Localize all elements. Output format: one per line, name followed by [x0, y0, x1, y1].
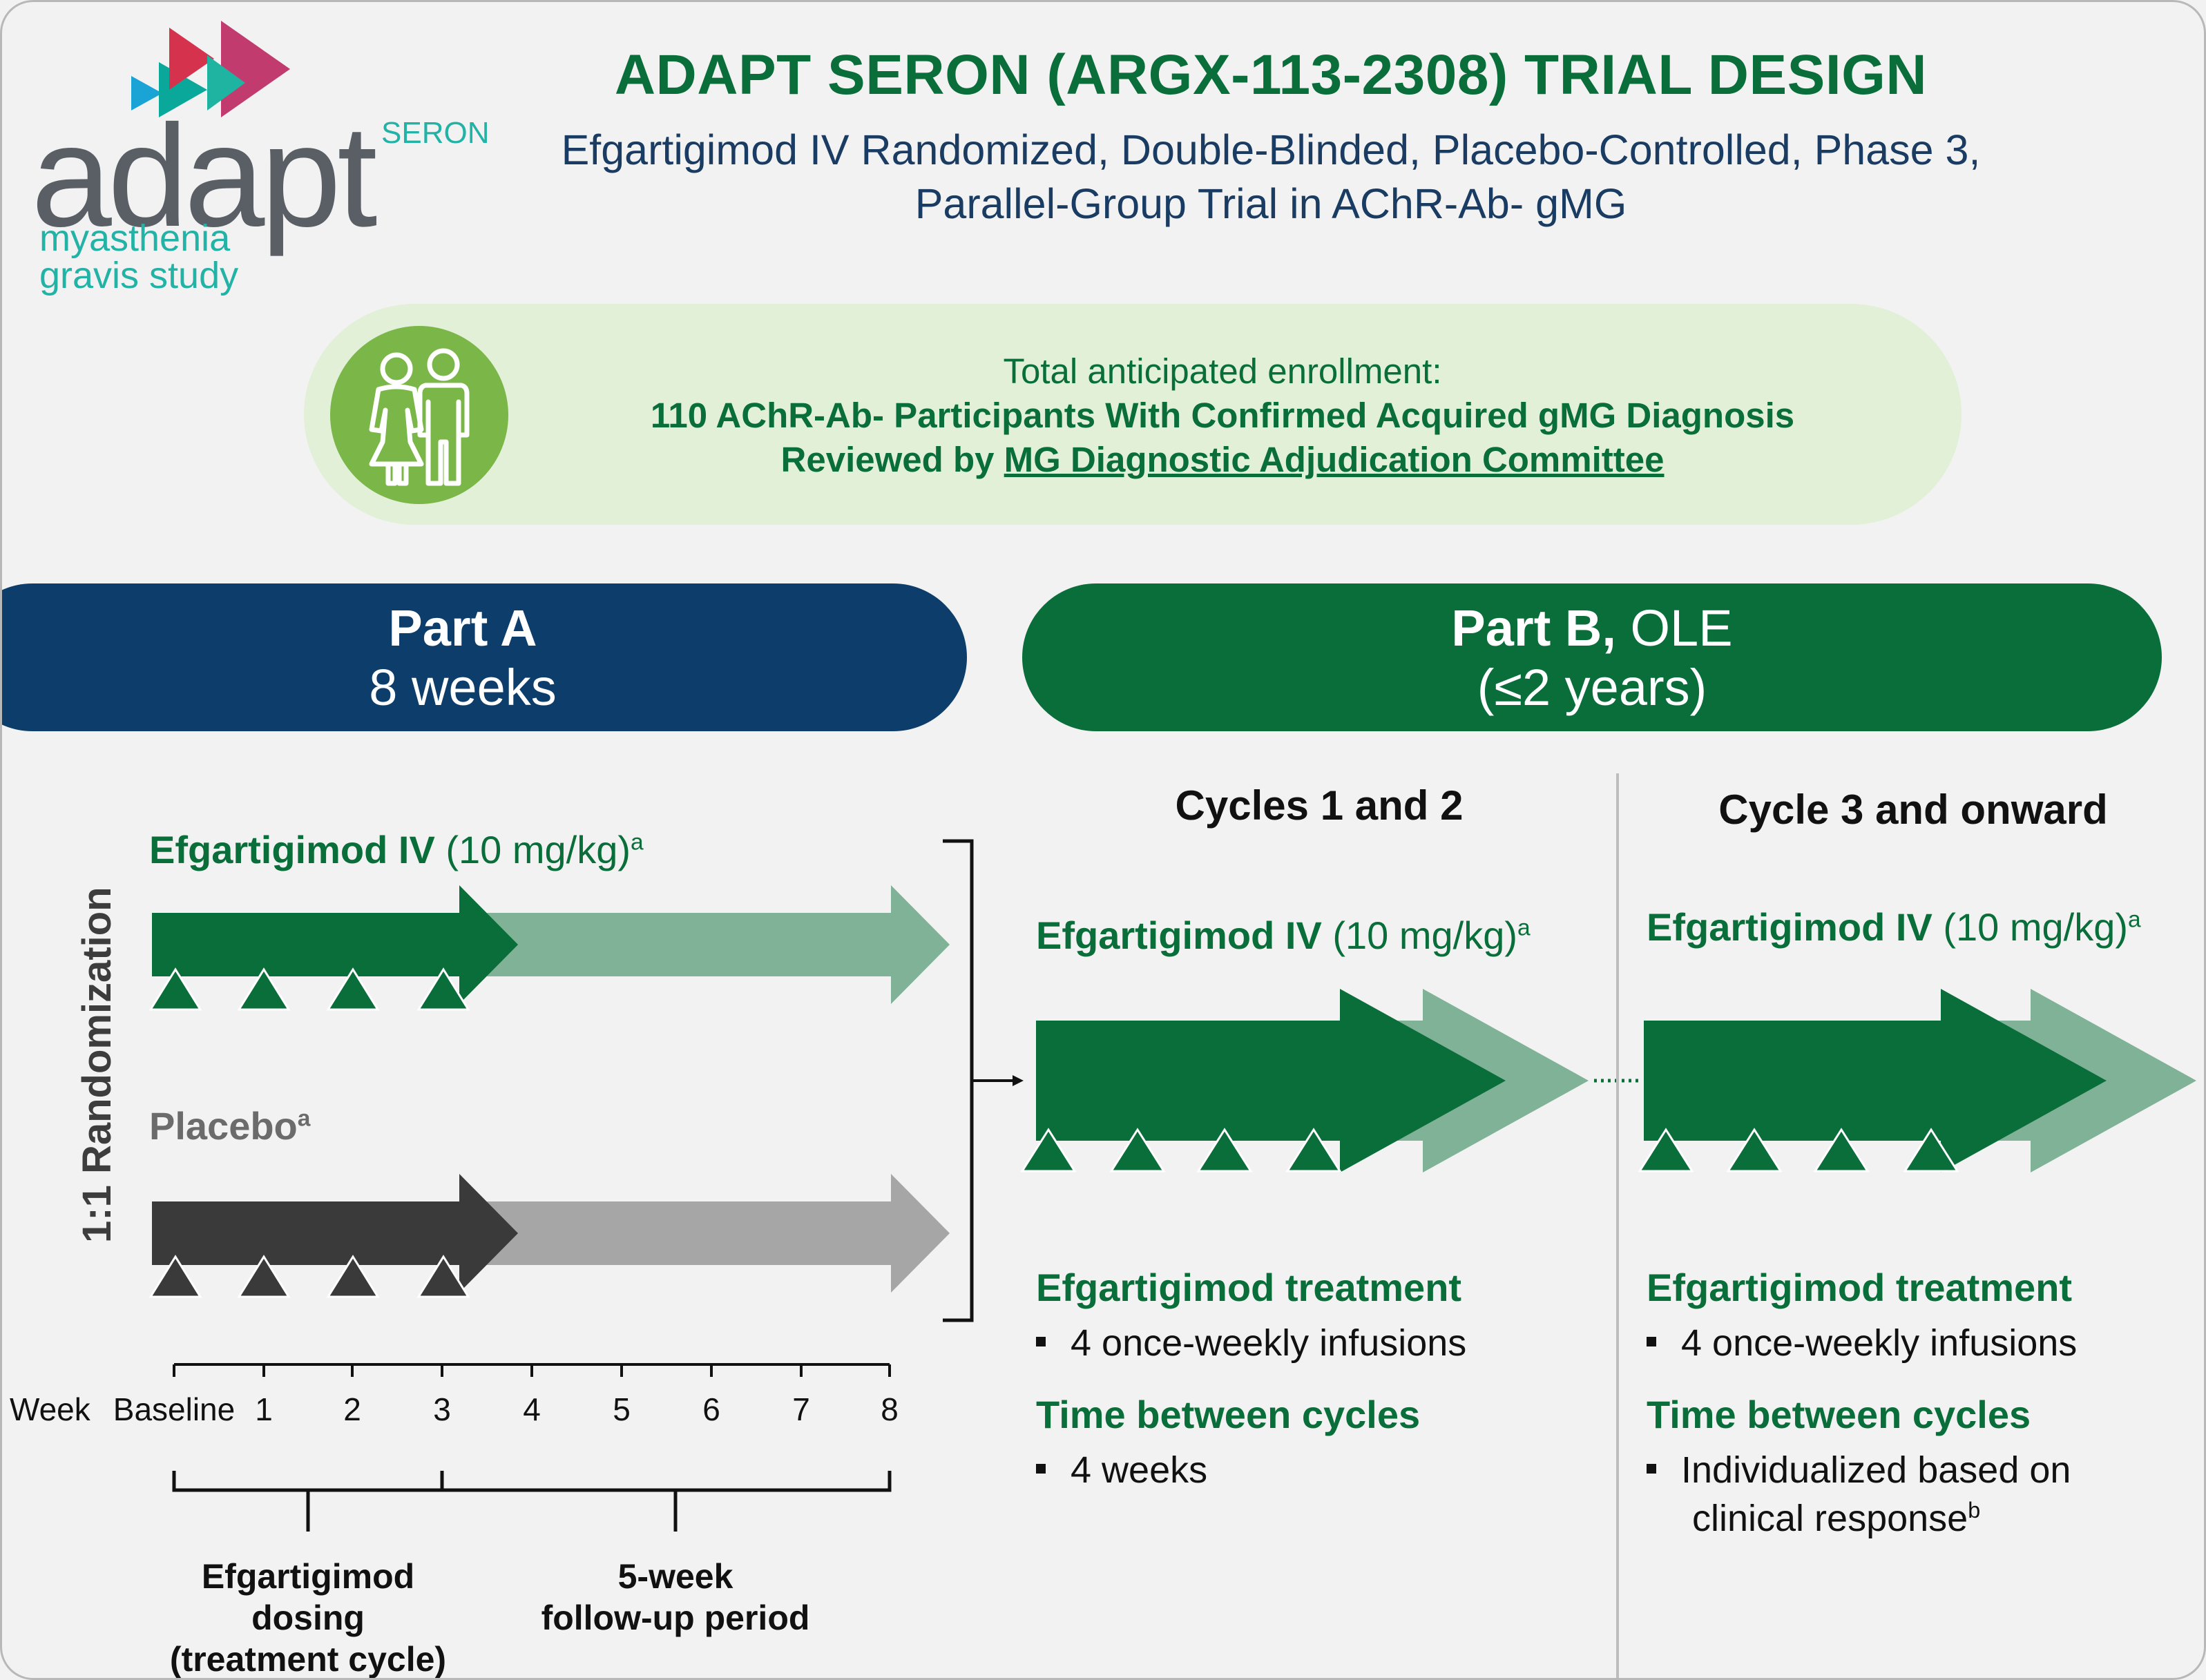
cycles-1-2-dose-markers [1020, 1128, 1342, 1172]
cycles-1-2-arrow [1036, 989, 1589, 1172]
bullet-icon [1036, 1336, 1046, 1346]
efgartigimod-arm-dose: (10 mg/kg) [434, 828, 631, 871]
cycle-3-arm-label: Efgartigimod IV (10 mg/kg)a [1647, 905, 2141, 949]
week-tick-7: 7 [792, 1391, 810, 1427]
cycles-1-2-arm-label: Efgartigimod IV (10 mg/kg)a [1036, 913, 1531, 958]
part-b-duration: (≤2 years) [1477, 659, 1707, 716]
cycles-1-2-between-text: 4 weeks [1071, 1449, 1208, 1491]
follow-up-phase-line-1: 5-week [617, 1557, 733, 1596]
cycle-3-arrow [1644, 989, 2196, 1172]
cycles-1-2-between-bullet: 4 weeks [1036, 1449, 1207, 1491]
cycle-3-treatment-heading: Efgartigimod treatment [1647, 1266, 2073, 1309]
cycles-1-2-between-heading: Time between cycles [1036, 1393, 1421, 1436]
enrollment-line-1: Total anticipated enrollment: [1003, 351, 1442, 391]
dosing-phase-line-2: dosing [251, 1599, 365, 1637]
logo-tagline-2: gravis study [39, 255, 239, 296]
cycle-3-between-footnote: b [1968, 1498, 1981, 1523]
committee-link: MG Diagnostic Adjudication Committee [1004, 440, 1665, 479]
placebo-arm-footnote: a [297, 1105, 311, 1132]
placebo-dose-markers [148, 1255, 470, 1298]
cycles-1-2-treatment-heading: Efgartigimod treatment [1036, 1266, 1462, 1309]
week-tick-5: 5 [613, 1391, 631, 1427]
bullet-icon [1036, 1463, 1046, 1474]
bullet-icon [1647, 1336, 1656, 1346]
dosing-phase-line-1: Efgartigimod [201, 1557, 415, 1596]
subtitle-line-1: Efgartigimod IV Randomized, Double-Blind… [561, 126, 1981, 173]
part-b-banner: Part B, OLE (≤2 years) [1022, 583, 2162, 731]
cycle-3-arm-footnote: a [2128, 907, 2141, 933]
randomization-bracket [943, 839, 974, 1322]
logo-tagline-1: myasthenia [39, 218, 231, 259]
part-a-banner: Part A 8 weeks [0, 583, 967, 731]
part-b-title: Part B, [1451, 599, 1616, 657]
cycle-3-treatment-bullet: 4 once-weekly infusions [1647, 1322, 2077, 1364]
week-tick-4: 4 [523, 1391, 541, 1427]
week-axis-prefix: Week [10, 1391, 90, 1427]
cycles-1-2-treatment-text: 4 once-weekly infusions [1071, 1322, 1467, 1364]
part-b-title-suffix: OLE [1615, 599, 1733, 657]
part-a-efgartigimod-dose-markers [148, 967, 470, 1011]
phase-brackets [172, 1471, 892, 1532]
part-a-title: Part A [388, 599, 537, 657]
subtitle-line-2: Parallel-Group Trial in AChR-Ab- gMG [914, 180, 1627, 227]
cycle-3-between-heading: Time between cycles [1647, 1393, 2031, 1436]
cycles-1-2-arm-footnote: a [1517, 915, 1531, 941]
part-a-duration: 8 weeks [369, 659, 557, 716]
cycle-3-dose-markers [1638, 1128, 1959, 1172]
enrollment-box [304, 304, 1962, 525]
cycle-3-between-text-1: Individualized based on [1681, 1449, 2071, 1491]
cycles-1-2-heading: Cycles 1 and 2 [1175, 782, 1464, 829]
bullet-icon [1647, 1463, 1656, 1474]
week-axis [173, 1363, 891, 1377]
efgartigimod-arm-footnote: a [631, 829, 644, 856]
dosing-phase-line-3: (treatment cycle) [169, 1640, 447, 1679]
cycle-3-treatment-text: 4 once-weekly infusions [1681, 1322, 2078, 1364]
cycles-1-2-treatment-bullet: 4 once-weekly infusions [1036, 1322, 1466, 1364]
cycle-3-between-bullet-cont: clinical responseb [1692, 1497, 1980, 1540]
enrollment-line-2: 110 AChR-Ab- Participants With Confirmed… [650, 396, 1795, 435]
cycle-3-between-text-2: clinical response [1692, 1498, 1968, 1539]
week-tick-8: 8 [881, 1391, 899, 1427]
logo-word: adapt [31, 95, 378, 257]
cycle-3-arm-name: Efgartigimod IV [1647, 905, 1932, 949]
cycles-1-2-arm-dose: (10 mg/kg) [1321, 914, 1517, 957]
cycles-1-2-arm-name: Efgartigimod IV [1036, 914, 1322, 957]
logo-arrows-icon [131, 21, 290, 117]
efgartigimod-arm-label: Efgartigimod IV (10 mg/kg)a [149, 827, 644, 872]
logo-superscript: SERON [381, 116, 490, 150]
enrollment-line-3: Reviewed by MG Diagnostic Adjudication C… [511, 439, 1934, 480]
week-tick-baseline: Baseline [113, 1391, 236, 1427]
week-tick-2: 2 [343, 1391, 361, 1427]
placebo-arm-name: Placebo [149, 1104, 298, 1148]
randomization-label: 1:1 Randomization [75, 887, 119, 1243]
people-icon [330, 326, 508, 504]
page-title: ADAPT SERON (ARGX-113-2308) TRIAL DESIGN [614, 44, 1928, 106]
enrollment-line-3-prefix: Reviewed by [780, 440, 1004, 479]
cycle-3-between-bullet: Individualized based on [1647, 1449, 2071, 1491]
week-tick-6: 6 [702, 1391, 720, 1427]
cycle-3-arm-dose: (10 mg/kg) [1932, 905, 2128, 949]
week-tick-3: 3 [433, 1391, 451, 1427]
placebo-arm-label: Placeboa [149, 1103, 310, 1148]
efgartigimod-arm-name: Efgartigimod IV [149, 828, 435, 871]
follow-up-phase-line-2: follow-up period [541, 1599, 810, 1637]
bracket-arrowhead-icon [1013, 1075, 1024, 1086]
cycle-3-heading: Cycle 3 and onward [1718, 786, 2108, 833]
week-tick-1: 1 [255, 1391, 273, 1427]
part-b-title-line: Part B, OLE [1022, 599, 2162, 657]
